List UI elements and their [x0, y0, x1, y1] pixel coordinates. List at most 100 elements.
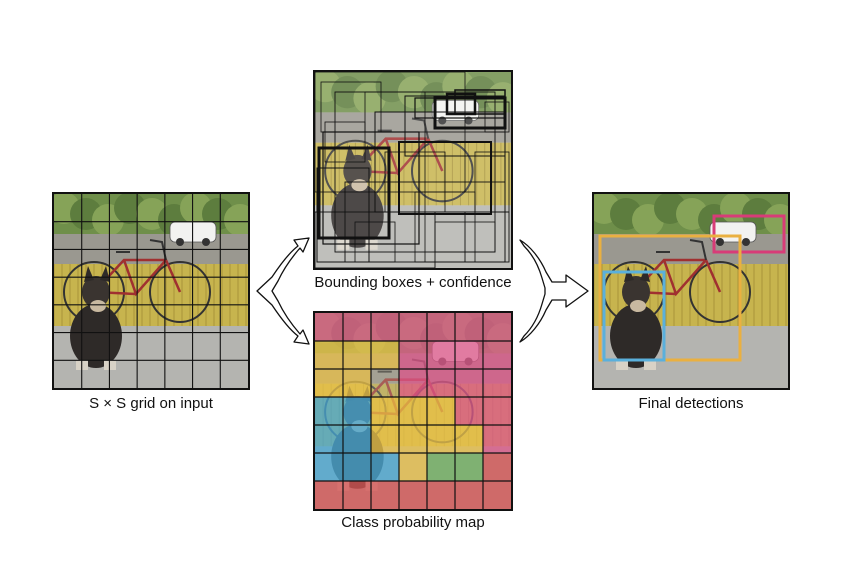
candidate-box	[398, 141, 492, 215]
dog-ear	[361, 144, 372, 161]
class-cell-yellow	[315, 369, 343, 397]
photo-scene	[594, 194, 788, 388]
class-cell-red	[399, 481, 427, 509]
class-cell-yellow	[427, 425, 455, 453]
class-cell-pink	[315, 313, 343, 341]
class-cell-yellow	[399, 425, 427, 453]
candidate-box	[354, 221, 396, 263]
dog-ear	[624, 266, 634, 282]
bike-handle	[656, 239, 707, 261]
dog-paw	[616, 360, 628, 370]
class-cell-pink	[483, 397, 511, 425]
foliage	[224, 204, 248, 236]
bounding-boxes-panel	[313, 70, 513, 270]
class-cell-pink	[483, 341, 511, 369]
dog-body	[331, 183, 384, 248]
class-cell-red	[343, 481, 371, 509]
dog-ear	[345, 144, 356, 161]
dog-paw	[337, 239, 350, 250]
candidate-box	[434, 221, 496, 253]
class-probability-panel	[313, 311, 513, 511]
split-arrow-left	[256, 237, 310, 345]
dog-paw	[644, 360, 656, 370]
candidate-box	[484, 101, 510, 133]
class-cell-pink	[483, 425, 511, 453]
bike-handle	[377, 117, 430, 139]
dog-head	[82, 276, 110, 308]
class-cell-pink	[427, 313, 455, 341]
dog-chest	[90, 300, 106, 312]
dog-chest	[630, 300, 646, 312]
final-detections-image	[594, 194, 788, 388]
detection-box-yellow	[598, 234, 742, 362]
class-probability-map	[315, 313, 511, 509]
class-cell-blue	[315, 453, 343, 481]
bounding-boxes-image	[315, 72, 511, 268]
class-cell-photo	[371, 369, 399, 397]
class-cell-pink	[455, 369, 483, 397]
photo-scene	[315, 72, 511, 268]
candidate-box	[324, 121, 366, 163]
class-cell-pink	[483, 313, 511, 341]
class-cell-pink	[343, 313, 371, 341]
class-cell-green	[427, 453, 455, 481]
candidate-box	[317, 146, 391, 240]
class-cell-pink	[399, 341, 427, 369]
bike-wheel-front	[689, 261, 751, 323]
candidate-box	[364, 91, 426, 133]
input-grid-panel	[52, 192, 250, 390]
class-cell-pink	[427, 369, 455, 397]
dog-paw	[104, 360, 116, 370]
car-wheel	[716, 238, 724, 246]
class-cell-blue	[371, 453, 399, 481]
input-image-with-grid	[54, 194, 248, 388]
class-cell-blue	[315, 425, 343, 453]
class-cell-pink	[399, 369, 427, 397]
class-cell-yellow	[343, 369, 371, 397]
candidate-box	[316, 167, 370, 263]
bike-wheel-front	[410, 139, 474, 203]
class-cell-yellow	[427, 397, 455, 425]
dog-head	[343, 154, 372, 188]
bike-wheel-front	[149, 261, 211, 323]
class-cell-red	[427, 481, 455, 509]
detection-box-blue	[602, 270, 666, 362]
class-cell-green	[455, 453, 483, 481]
car-wheel	[202, 238, 210, 246]
class-cell-red	[483, 453, 511, 481]
dog-paw	[365, 239, 378, 250]
candidate-box	[414, 191, 476, 263]
class-cell-pink	[483, 369, 511, 397]
class-cell-red	[315, 481, 343, 509]
merge-arrow-right	[519, 239, 589, 343]
dog-head	[622, 276, 650, 308]
class-cell-pink	[371, 313, 399, 341]
class-cell-blue	[343, 397, 371, 425]
class-cell-yellow	[371, 341, 399, 369]
caption-input-grid: S × S grid on input	[89, 395, 213, 412]
class-cell-red	[371, 481, 399, 509]
class-cell-blue	[315, 397, 343, 425]
class-cell-pink	[455, 397, 483, 425]
class-cell-yellow	[399, 397, 427, 425]
class-cell-yellow	[455, 425, 483, 453]
fade-overlay	[315, 72, 511, 268]
dog-ear	[84, 266, 94, 282]
class-cell-pink	[399, 313, 427, 341]
class-cell-red	[483, 481, 511, 509]
class-cell-yellow	[371, 425, 399, 453]
class-cell-yellow	[343, 341, 371, 369]
class-cell-pink	[427, 341, 455, 369]
car-wheel	[176, 238, 184, 246]
class-cell-blue	[343, 425, 371, 453]
caption-class-probability-map: Class probability map	[341, 514, 485, 531]
car-wheel	[742, 238, 750, 246]
class-cell-yellow	[371, 397, 399, 425]
class-cell-red	[455, 481, 483, 509]
dog-body	[610, 304, 662, 368]
dog-ear	[640, 266, 650, 282]
class-cell-yellow	[399, 453, 427, 481]
final-detections-panel	[592, 192, 790, 390]
detection-box-pink	[712, 214, 786, 254]
